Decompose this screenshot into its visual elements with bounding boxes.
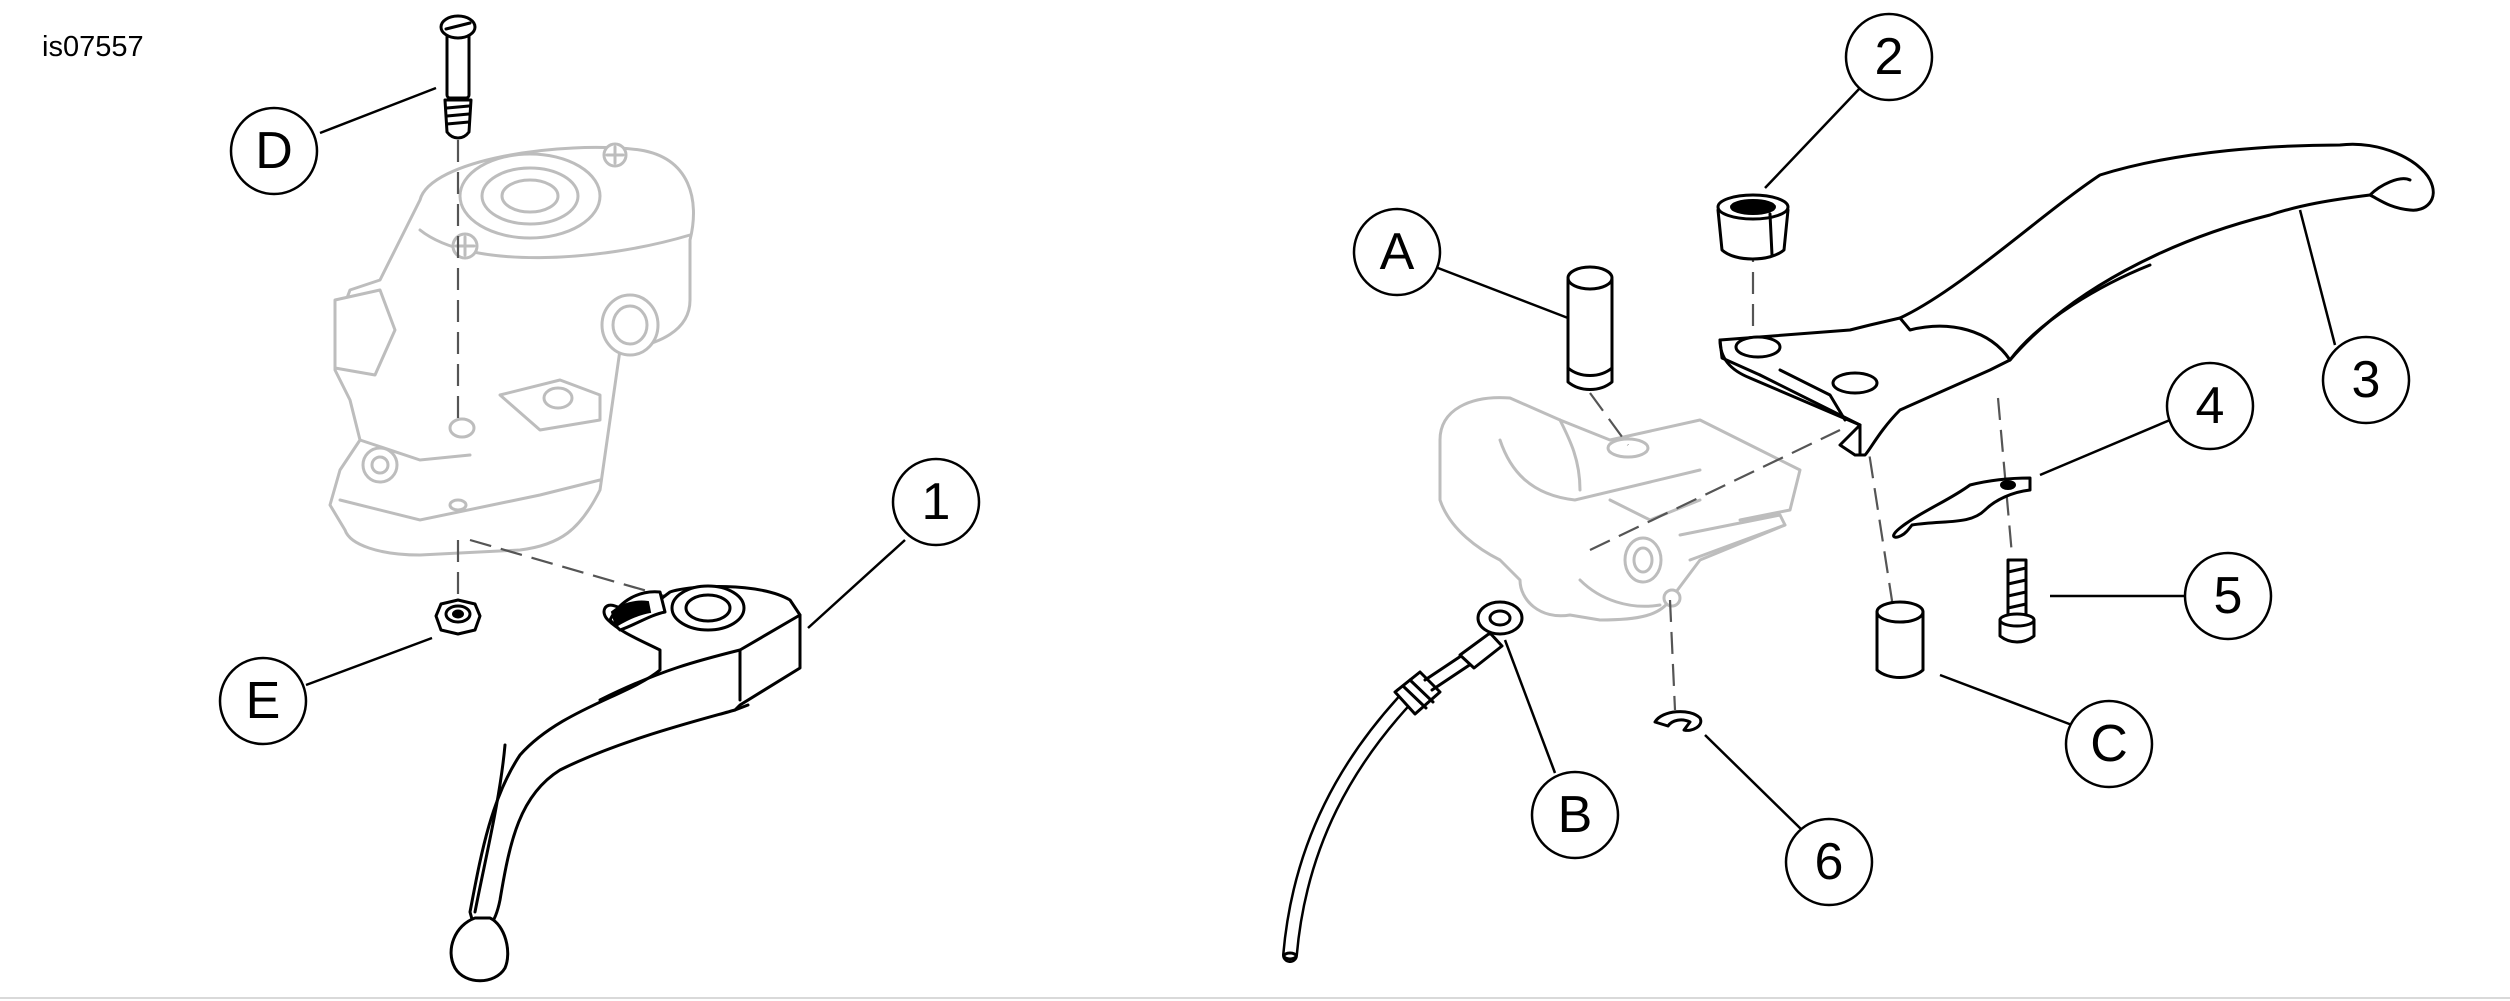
- screw-part-5: [1998, 558, 2036, 644]
- locknut-part-e: [434, 598, 482, 636]
- callout-2: 2: [1764, 12, 1934, 189]
- callout-a: A: [1352, 207, 1569, 320]
- bushing-part-c: [1875, 600, 1925, 679]
- axis-line-cable: [1589, 429, 1841, 551]
- callout-6: 6: [1704, 734, 1874, 907]
- brake-lever-part-3: [1718, 142, 2435, 457]
- retaining-clip-part-6: [1653, 710, 1703, 732]
- callout-e: E: [218, 636, 433, 746]
- callout-4-label: 4: [2196, 377, 2225, 435]
- master-cylinder-housing: [328, 142, 695, 557]
- callout-d-label: D: [255, 122, 293, 180]
- callout-e-label: E: [246, 672, 281, 730]
- pivot-screw-part-d: [439, 14, 477, 140]
- axis-line-screw-5: [1996, 397, 2014, 556]
- callout-1: 1: [807, 457, 981, 629]
- callout-5: 5: [2050, 551, 2273, 641]
- callout-a-label: A: [1380, 223, 1415, 281]
- callout-2-label: 2: [1875, 28, 1904, 86]
- pivot-bushing-part-2: [1716, 193, 1790, 261]
- axis-line-clip-6: [1668, 599, 1677, 711]
- callout-4: 4: [2039, 361, 2255, 477]
- axis-line-lever-pivot: [469, 538, 721, 614]
- callout-5-label: 5: [2214, 567, 2243, 625]
- clutch-cable-part-b: [1282, 600, 1524, 963]
- lever-bracket-housing: [1438, 396, 1802, 622]
- pivot-pin-part-a: [1566, 265, 1614, 391]
- callout-c: C: [1939, 673, 2154, 789]
- callout-3-label: 3: [2352, 351, 2381, 409]
- callout-1-label: 1: [922, 473, 951, 531]
- clutch-lever-part-1: [449, 584, 802, 983]
- figure-code-label: is07557: [42, 31, 144, 63]
- callout-b-label: B: [1558, 786, 1593, 844]
- callout-c-label: C: [2090, 715, 2128, 773]
- callout-d: D: [229, 86, 437, 196]
- callout-b: B: [1503, 639, 1620, 860]
- cable-bracket-part-4: [1892, 476, 2032, 539]
- axis-line-pin-a: [1589, 392, 1629, 446]
- callout-6-label: 6: [1815, 833, 1844, 891]
- callout-3: 3: [2298, 209, 2411, 425]
